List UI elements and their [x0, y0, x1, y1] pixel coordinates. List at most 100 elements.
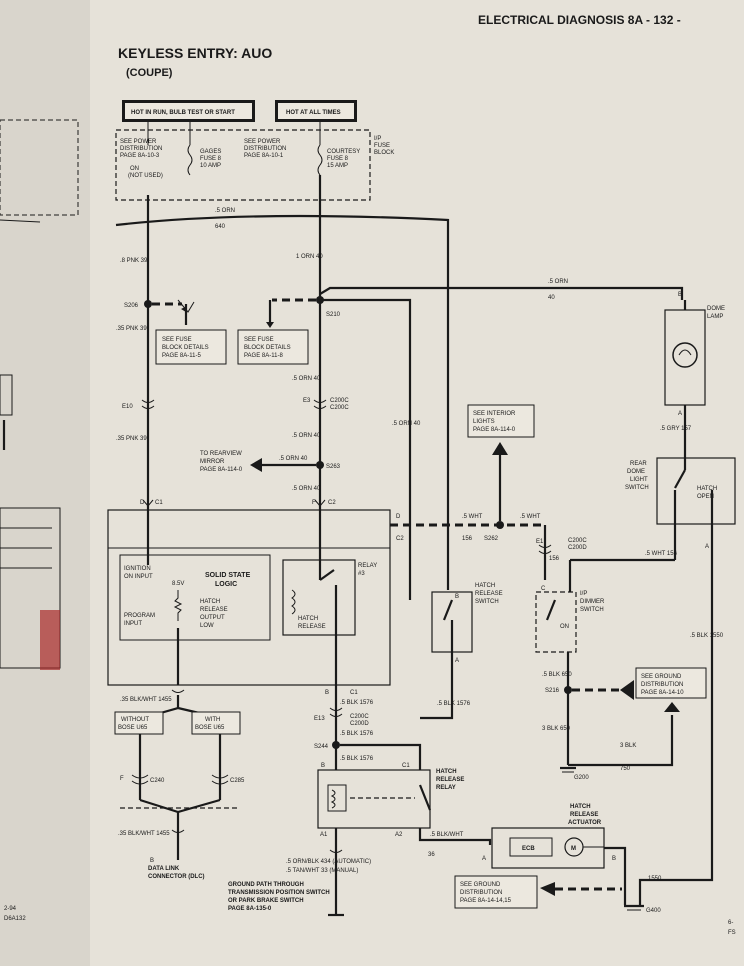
svg-text:GROUND PATH THROUGH: GROUND PATH THROUGH	[228, 882, 304, 888]
svg-text:SOLID STATE: SOLID STATE	[205, 572, 251, 579]
svg-text:3 BLK 650: 3 BLK 650	[542, 726, 571, 732]
svg-text:1 ORN 40: 1 ORN 40	[296, 254, 323, 260]
svg-text:.5 ORN 40: .5 ORN 40	[279, 456, 308, 462]
svg-text:.5 BLK 1576: .5 BLK 1576	[437, 701, 471, 707]
svg-text:OR PARK BRAKE SWITCH: OR PARK BRAKE SWITCH	[228, 898, 304, 904]
svg-text:40: 40	[548, 295, 555, 301]
svg-text:.5 BLK 1576: .5 BLK 1576	[340, 700, 374, 706]
svg-text:ON: ON	[560, 624, 569, 630]
svg-text:WITHOUT: WITHOUT	[121, 717, 149, 723]
svg-text:SEE INTERIOR: SEE INTERIOR	[473, 411, 516, 417]
svg-text:PAGE 8A-114-0: PAGE 8A-114-0	[200, 467, 243, 473]
interior-lights-arrow	[492, 442, 508, 455]
svg-text:.5 ORN/BLK 434 (AUTOMATIC): .5 ORN/BLK 434 (AUTOMATIC)	[286, 859, 371, 865]
fuse-block-ref-1	[155, 329, 227, 365]
svg-text:S263: S263	[326, 464, 341, 470]
svg-text:PAGE 8A-10-1: PAGE 8A-10-1	[244, 153, 284, 159]
svg-text:C240: C240	[150, 778, 165, 784]
keyless-entry-module	[107, 509, 391, 686]
svg-text:A: A	[678, 411, 682, 417]
svg-text:.35 PNK 39: .35 PNK 39	[116, 326, 147, 332]
hatch-release-relay	[317, 769, 431, 829]
left-page-fragments	[0, 119, 79, 670]
svg-text:SWITCH: SWITCH	[625, 485, 649, 491]
fuse-block-ref-2	[237, 329, 309, 365]
fuse-gages-label: GAGES	[200, 149, 221, 155]
svg-text:10 AMP: 10 AMP	[200, 163, 221, 169]
svg-text:SEE GROUND: SEE GROUND	[460, 882, 501, 888]
svg-text:DOME: DOME	[707, 306, 725, 312]
svg-text:.5 ORN: .5 ORN	[548, 279, 568, 285]
svg-text:C200C: C200C	[330, 405, 349, 411]
wire-orn-40-hatch	[320, 298, 412, 590]
dlc-label: DATA LINK	[148, 866, 180, 872]
svg-text:C: C	[541, 586, 546, 592]
svg-text:C285: C285	[230, 778, 245, 784]
svg-text:156: 156	[462, 536, 473, 542]
svg-text:1550: 1550	[648, 876, 662, 882]
diagram-title: KEYLESS ENTRY: AUO	[118, 45, 272, 61]
svg-text:INPUT: INPUT	[124, 621, 142, 627]
svg-text:156: 156	[549, 556, 560, 562]
svg-text:.5 BLK 1576: .5 BLK 1576	[340, 731, 374, 737]
splice-s262	[496, 521, 504, 529]
svg-text:2-94: 2-94	[4, 906, 17, 912]
svg-text:.35 PNK 39: .35 PNK 39	[116, 436, 147, 442]
svg-text:.5 BLK 1550: .5 BLK 1550	[690, 633, 724, 639]
power-ref-2-line1: SEE POWER	[244, 139, 281, 145]
svg-text:D: D	[396, 514, 401, 520]
svg-text:RELEASE: RELEASE	[570, 812, 598, 818]
svg-text:FS: FS	[728, 930, 736, 936]
svg-text:640: 640	[215, 224, 226, 230]
ground-dist-arrow-1	[620, 680, 634, 700]
svg-text:3 BLK: 3 BLK	[620, 743, 636, 749]
svg-text:#3: #3	[358, 571, 365, 577]
svg-text:DISTRIBUTION: DISTRIBUTION	[641, 682, 683, 688]
svg-text:I/P: I/P	[580, 591, 587, 597]
pullup-resistor	[173, 590, 183, 621]
svg-text:SEE GROUND: SEE GROUND	[641, 674, 682, 680]
svg-text:HATCH: HATCH	[200, 599, 220, 605]
svg-text:RELEASE: RELEASE	[200, 607, 228, 613]
ecb-breaker	[509, 837, 553, 857]
svg-text:HATCH: HATCH	[436, 769, 457, 775]
svg-text:A: A	[455, 658, 459, 664]
svg-text:SEE FUSE: SEE FUSE	[244, 337, 274, 343]
svg-text:C200D: C200D	[568, 545, 587, 551]
wire-orn-40-dome	[319, 286, 684, 300]
svg-text:LAMP: LAMP	[707, 314, 723, 320]
svg-text:F: F	[312, 500, 316, 506]
hot-all-label: HOT AT ALL TIMES	[286, 110, 341, 116]
hot-run-label: HOT IN RUN, BULB TEST OR START	[131, 110, 235, 116]
svg-text:OUTPUT: OUTPUT	[200, 615, 225, 621]
svg-text:C2: C2	[328, 500, 336, 506]
ip-fuse-block-label: I/P	[374, 136, 381, 142]
svg-text:OPEN: OPEN	[697, 494, 714, 500]
svg-text:LIGHT: LIGHT	[630, 477, 648, 483]
splice-s244	[332, 741, 340, 749]
svg-text:C1: C1	[155, 500, 163, 506]
svg-text:D6A132: D6A132	[4, 916, 26, 922]
svg-text:RELAY: RELAY	[358, 563, 377, 569]
mirror-arrow	[250, 458, 262, 472]
svg-text:LOW: LOW	[200, 623, 214, 629]
relay-3-coil	[291, 589, 296, 615]
svg-text:MIRROR: MIRROR	[200, 459, 225, 465]
svg-text:G400: G400	[646, 908, 661, 914]
svg-text:E10: E10	[122, 404, 133, 410]
svg-text:FUSE 8: FUSE 8	[327, 156, 349, 162]
svg-text:E1: E1	[536, 539, 544, 545]
svg-text:BLOCK: BLOCK	[374, 150, 394, 156]
svg-text:PAGE 8A-11-5: PAGE 8A-11-5	[162, 353, 201, 359]
svg-text:HATCH: HATCH	[697, 486, 717, 492]
svg-text:DISTRIBUTION: DISTRIBUTION	[244, 146, 286, 152]
hatch-release-actuator	[491, 827, 605, 869]
svg-text:M: M	[571, 846, 576, 852]
svg-text:SWITCH: SWITCH	[580, 607, 604, 613]
svg-text:.5 GRY 157: .5 GRY 157	[660, 426, 692, 432]
svg-text:TO REARVIEW: TO REARVIEW	[200, 451, 242, 457]
svg-text:WITH: WITH	[205, 717, 220, 723]
svg-text:IGNITION: IGNITION	[124, 566, 151, 572]
svg-text:B: B	[325, 690, 329, 696]
svg-text:E13: E13	[314, 716, 325, 722]
